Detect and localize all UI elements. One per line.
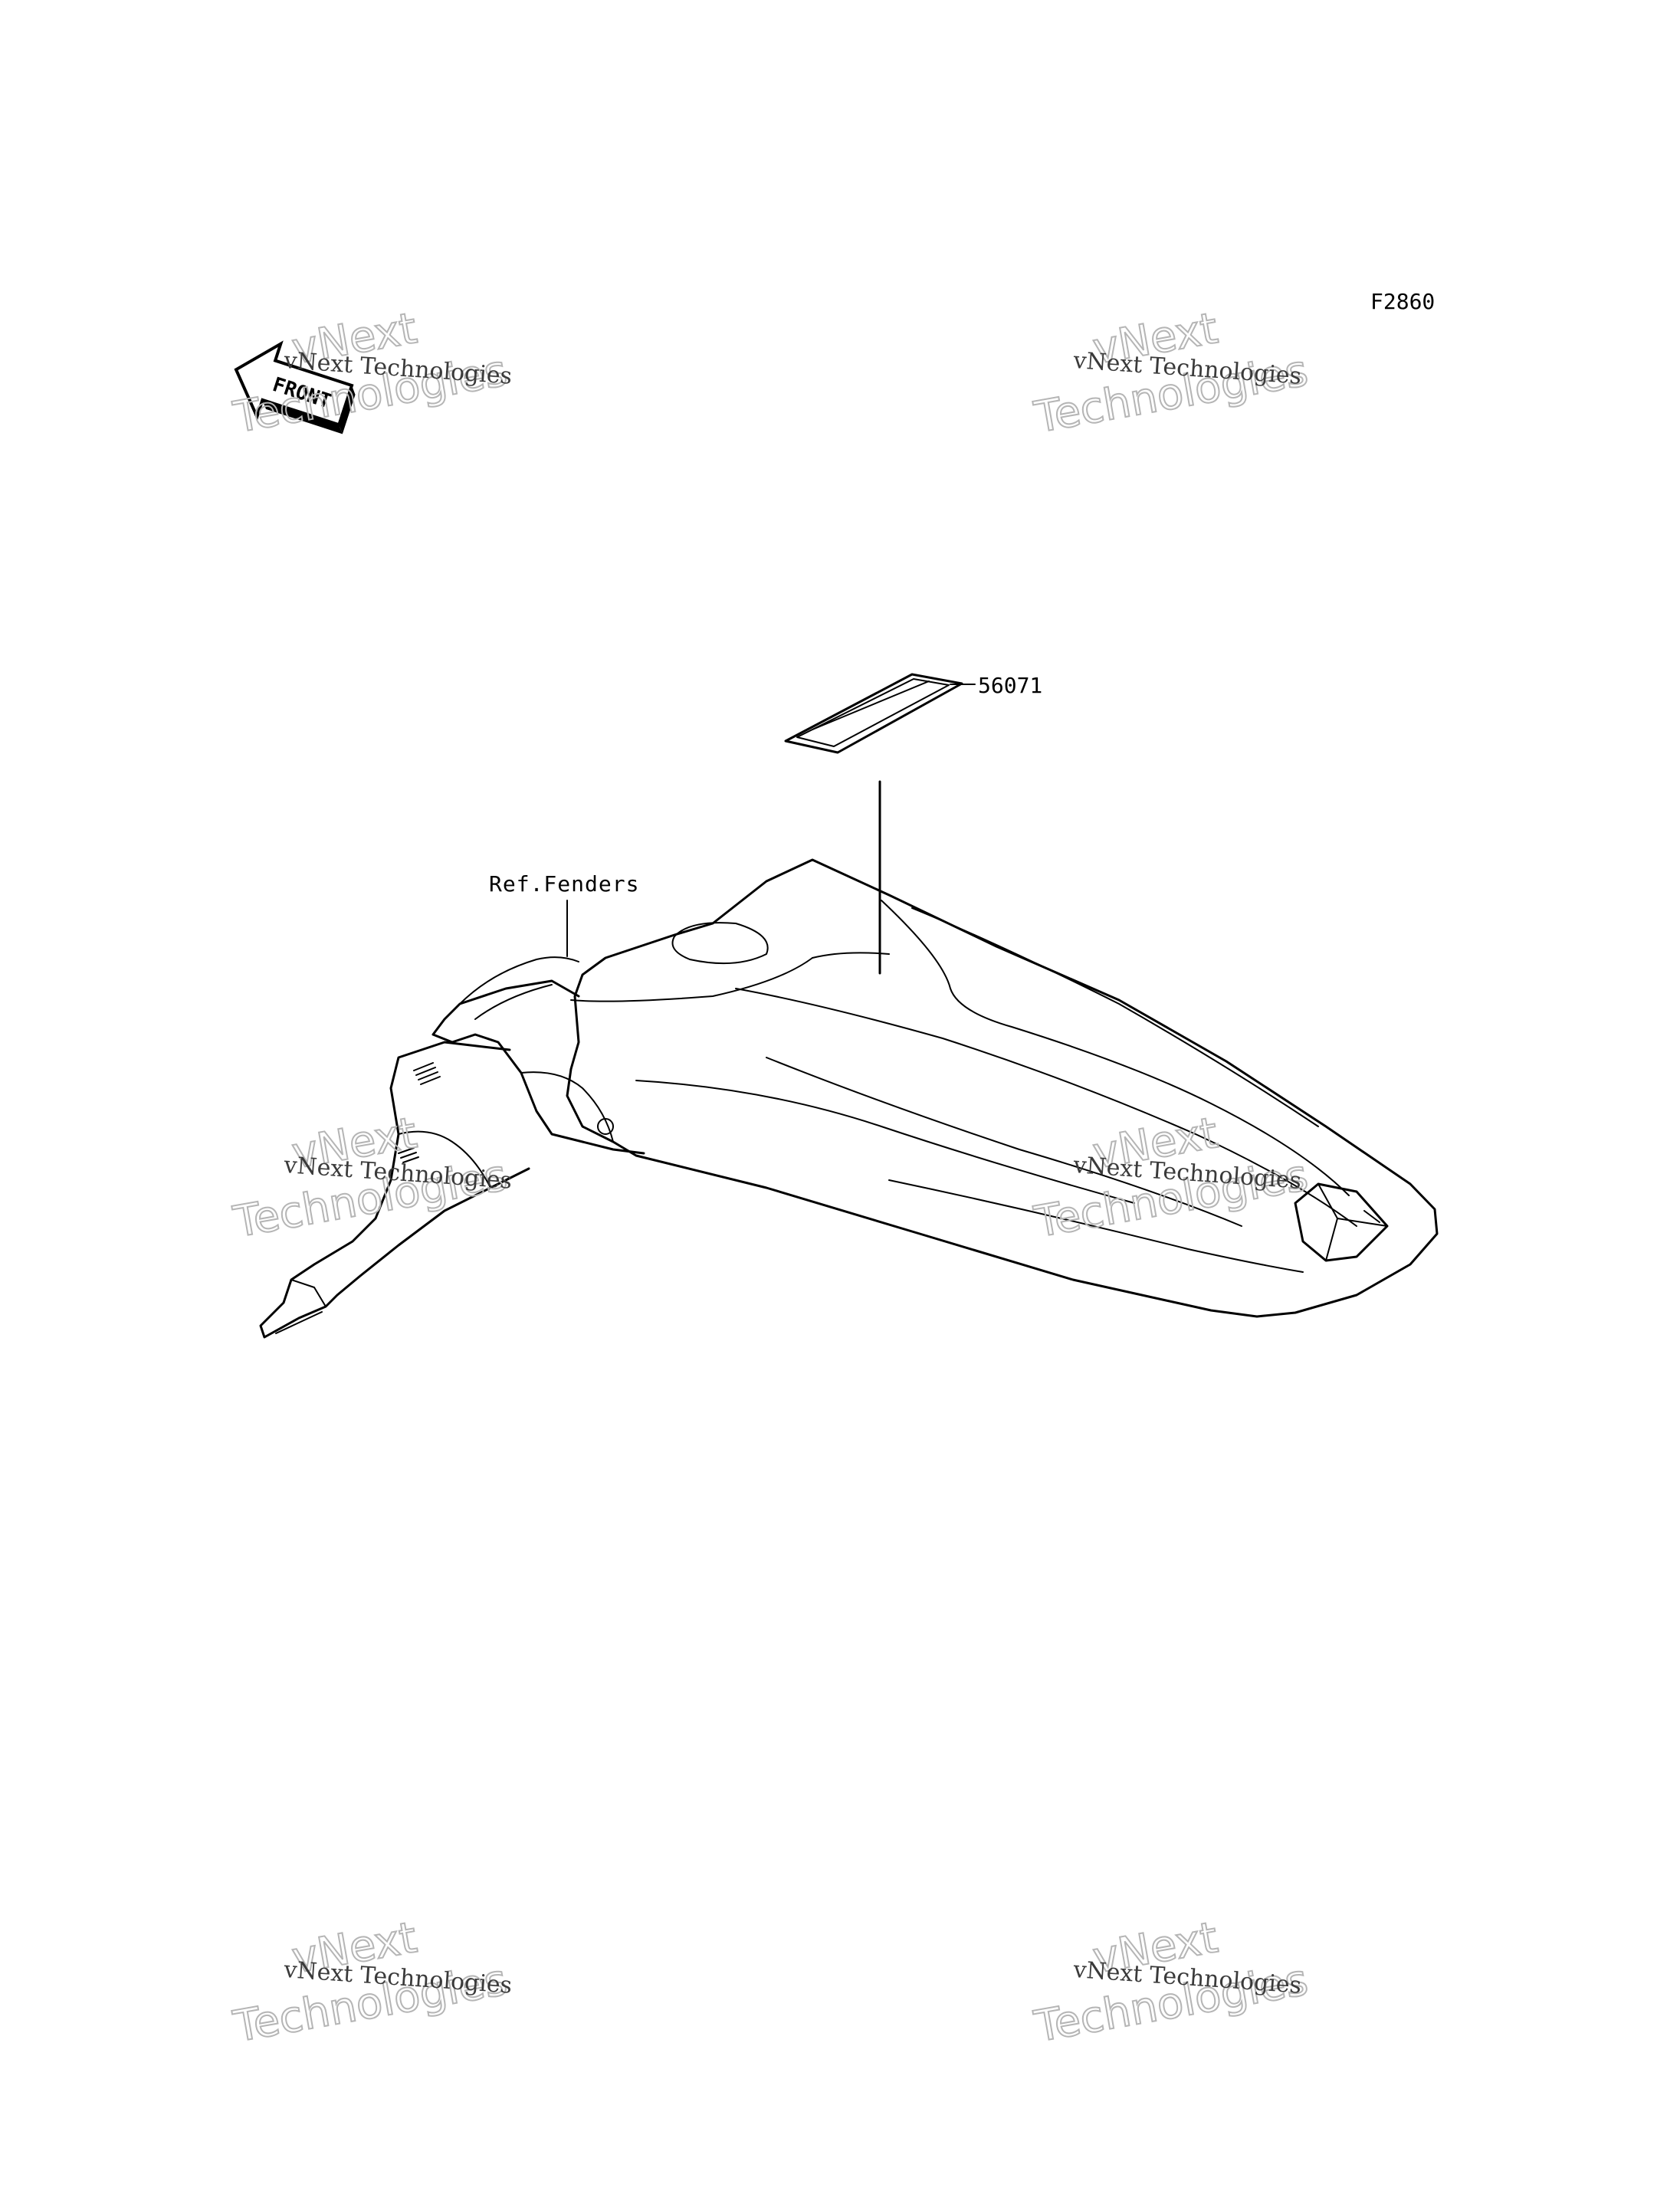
rear-fender-icon: [259, 858, 1439, 1339]
ref-fenders-label[interactable]: Ref.Fenders: [489, 871, 639, 897]
bolt-icon: [398, 1147, 419, 1163]
bolt-icon: [413, 1062, 441, 1085]
front-direction-arrow-icon: FRONT: [234, 340, 356, 434]
part-number-56071[interactable]: 56071: [978, 673, 1042, 698]
figure-code: F2860: [1370, 289, 1435, 314]
label-decal-icon: [784, 673, 963, 754]
